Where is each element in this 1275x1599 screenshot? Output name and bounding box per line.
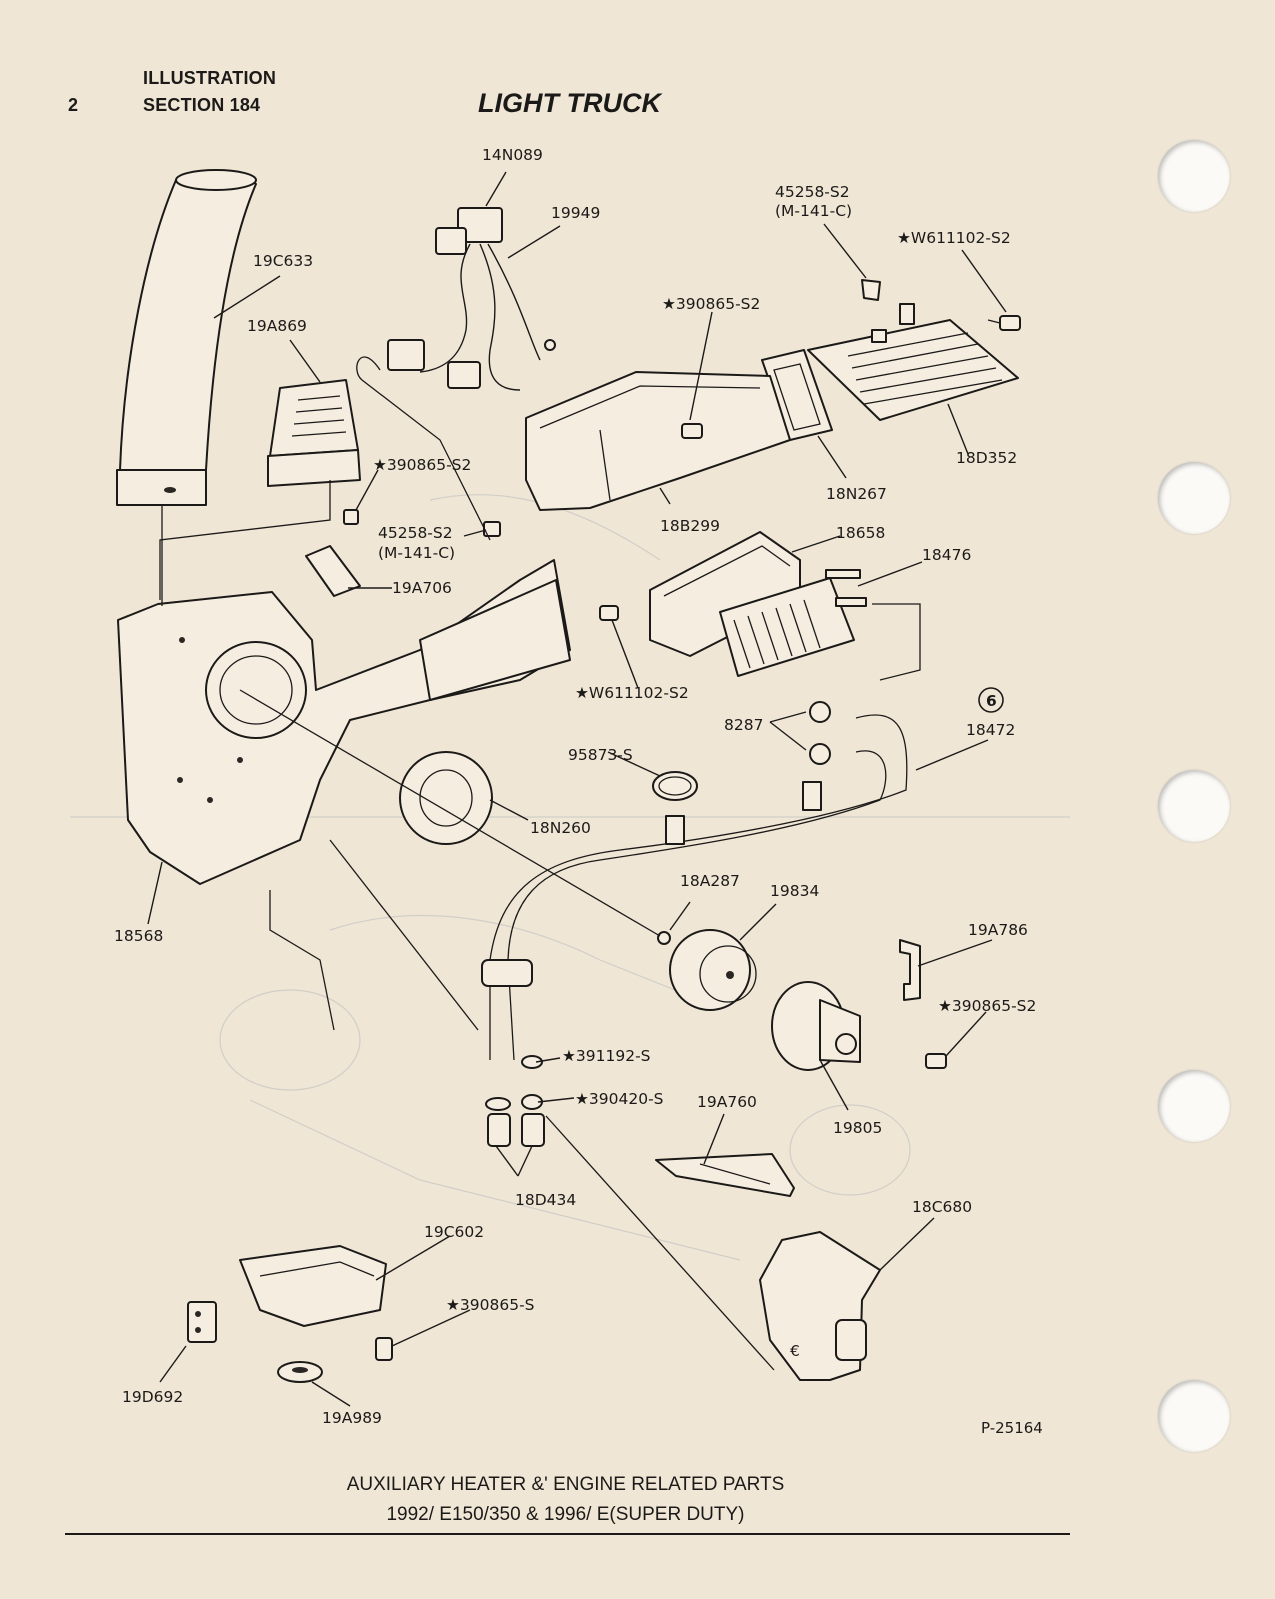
- header-section: SECTION 184: [143, 95, 261, 115]
- callout: ★390865-S2: [938, 997, 1036, 1015]
- callout: (M-141-C): [775, 202, 852, 220]
- callout: (M-141-C): [378, 544, 455, 562]
- caption-line-2: 1992/ E150/350 & 1996/ E(SUPER DUTY): [386, 1504, 745, 1525]
- blower-wheel-19834: [657, 929, 757, 1011]
- callout: ★390865-S2: [662, 295, 760, 313]
- grille-18D352: [807, 303, 1019, 421]
- callout: 19A706: [392, 579, 452, 597]
- callout: 19A786: [968, 921, 1028, 939]
- callout: 18658: [836, 524, 885, 542]
- page-number: 2: [68, 95, 79, 115]
- duct-18B299: [525, 371, 791, 511]
- screw-W611102-top: [987, 315, 1021, 331]
- callout: ★W611102-S2: [575, 684, 689, 702]
- bottom-rule: [65, 1533, 1070, 1535]
- callout: 19A760: [697, 1093, 757, 1111]
- callout: 45258-S2: [775, 183, 850, 201]
- callout: 14N089: [482, 146, 543, 164]
- punch-hole: [1158, 1070, 1230, 1142]
- callout: 19A989: [322, 1409, 382, 1427]
- tray-19C602: [239, 1245, 393, 1361]
- svg-text:€: €: [790, 1342, 800, 1360]
- callout: 19C602: [424, 1223, 484, 1241]
- callout: 95873-S: [568, 746, 633, 764]
- washers-18D434: [485, 1055, 545, 1147]
- callout: 19834: [770, 882, 819, 900]
- figure-id: P-25164: [981, 1419, 1043, 1437]
- callout: ★W611102-S2: [897, 229, 1011, 247]
- bracket-19A760: [655, 1153, 795, 1197]
- callout: 18N267: [826, 485, 887, 503]
- caption-line-1: AUXILIARY HEATER &' ENGINE RELATED PARTS: [346, 1474, 785, 1495]
- callout: 45258-S2: [378, 524, 453, 542]
- part-19A869: [267, 379, 361, 487]
- duct-19C633: [116, 169, 257, 506]
- ring-18N260: [399, 751, 493, 845]
- page-title: LIGHT TRUCK: [478, 88, 661, 118]
- callout: 18D352: [956, 449, 1017, 467]
- motor-19805: [771, 981, 861, 1071]
- punch-hole: [1158, 770, 1230, 842]
- bracket-19A786: [899, 939, 947, 1069]
- callout-labels: 14N089 19949 45258-S2 (M-141-C) ★W611102…: [114, 146, 1036, 1427]
- callout: 19D692: [122, 1388, 183, 1406]
- reservoir-18C680: €: [759, 1231, 881, 1381]
- callout: 6: [986, 692, 997, 710]
- blower-housing-18568: [117, 559, 571, 885]
- heater-core-18476: [719, 569, 867, 677]
- callout: 18B299: [660, 517, 720, 535]
- callout: 18568: [114, 927, 163, 945]
- punch-hole: [1158, 140, 1230, 212]
- callout: ★390420-S: [575, 1090, 664, 1108]
- punch-hole: [1158, 1380, 1230, 1452]
- callout: ★391192-S: [562, 1047, 651, 1065]
- clamp-95873: [652, 771, 698, 801]
- callout: 18476: [922, 546, 971, 564]
- gasket-19A706: [305, 509, 619, 621]
- callout: 18A287: [680, 872, 740, 890]
- callout: 19C633: [253, 252, 313, 270]
- callout: 18D434: [515, 1191, 576, 1209]
- wiring-harness-19949: [387, 207, 556, 391]
- grommet-19A989: [277, 1361, 323, 1383]
- callout: 19A869: [247, 317, 307, 335]
- callout: 19805: [833, 1119, 882, 1137]
- callout: 8287: [724, 716, 763, 734]
- callout: ★390865-S2: [373, 456, 471, 474]
- callout: 19949: [551, 204, 600, 222]
- block-19D692: [187, 1301, 217, 1343]
- callout: ★390865-S: [446, 1296, 535, 1314]
- punch-hole: [1158, 462, 1230, 534]
- callout: 18472: [966, 721, 1015, 739]
- callout: 18N260: [530, 819, 591, 837]
- callout: 18C680: [912, 1198, 972, 1216]
- header-illustration: ILLUSTRATION: [143, 68, 277, 88]
- leader-lines: [147, 171, 1007, 1407]
- clip-45258-top: [861, 279, 881, 301]
- tubes-18472: [481, 701, 908, 1061]
